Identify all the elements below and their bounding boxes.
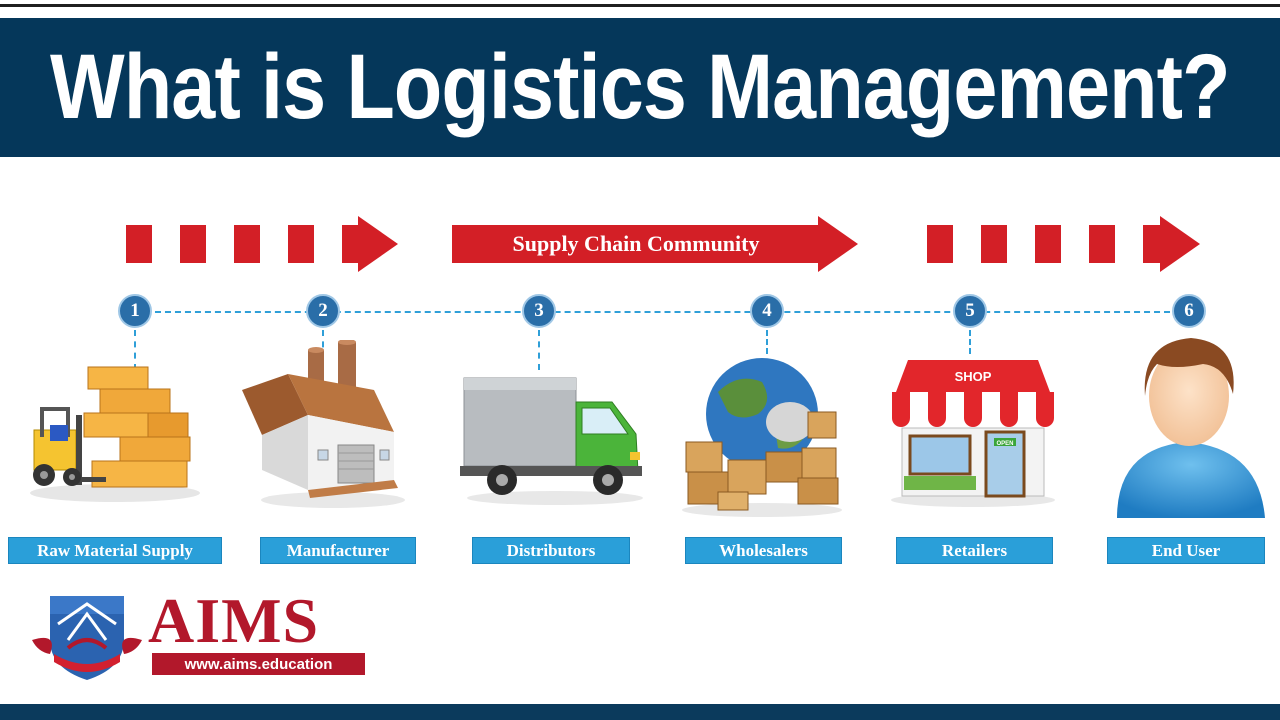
label-manufacturer: Manufacturer <box>260 537 416 564</box>
bottom-bar <box>0 704 1280 720</box>
top-border-line <box>0 4 1280 7</box>
step-drop-3 <box>538 330 540 370</box>
step-node-2: 2 <box>306 294 340 328</box>
page-title: What is Logistics Management? <box>50 36 1230 138</box>
step-node-5: 5 <box>953 294 987 328</box>
right-arrowhead-icon <box>1160 216 1200 272</box>
step-drop-5 <box>969 330 971 354</box>
label-wholesalers: Wholesalers <box>685 537 842 564</box>
logo-url: www.aims.education <box>152 653 365 675</box>
shop-icon: SHOP OPEN <box>891 360 1055 507</box>
logo-name: AIMS <box>148 585 320 656</box>
title-banner: What is Logistics Management? <box>0 18 1280 157</box>
label-raw-material-supply: Raw Material Supply <box>8 537 222 564</box>
right-arrow-dash-3 <box>1035 225 1061 263</box>
step-drop-4 <box>766 330 768 354</box>
step-node-3: 3 <box>522 294 556 328</box>
step-node-6: 6 <box>1172 294 1206 328</box>
step-connector-line <box>135 311 1190 313</box>
step-node-1: 1 <box>118 294 152 328</box>
left-arrow-dash-1 <box>126 225 152 263</box>
label-end-user: End User <box>1107 537 1265 564</box>
truck-icon <box>460 377 643 505</box>
step-drop-1 <box>134 330 136 370</box>
right-arrow-dash-4 <box>1089 225 1115 263</box>
aims-crest-icon <box>32 596 142 680</box>
factory-icon <box>242 340 405 508</box>
label-distributors: Distributors <box>472 537 630 564</box>
right-arrow-dash-1 <box>927 225 953 263</box>
step-node-4: 4 <box>750 294 784 328</box>
user-icon <box>1117 338 1265 518</box>
globe-boxes-icon <box>682 358 842 517</box>
right-arrow-dash-2 <box>981 225 1007 263</box>
supply-chain-label: Supply Chain Community <box>512 231 760 256</box>
shop-sign-text: SHOP <box>955 369 992 384</box>
left-arrow-shaft <box>342 225 360 263</box>
open-sign-text: OPEN <box>996 441 1013 447</box>
left-arrow-dash-2 <box>180 225 206 263</box>
left-arrow-dash-4 <box>288 225 314 263</box>
label-retailers: Retailers <box>896 537 1053 564</box>
right-arrow-shaft <box>1143 225 1163 263</box>
forklift-boxes-icon <box>30 366 200 502</box>
left-arrow-dash-3 <box>234 225 260 263</box>
left-arrowhead-icon <box>358 216 398 272</box>
middle-arrowhead-icon <box>818 216 858 272</box>
top-strip <box>0 0 1280 18</box>
supply-chain-arrow: Supply Chain Community <box>452 225 820 263</box>
